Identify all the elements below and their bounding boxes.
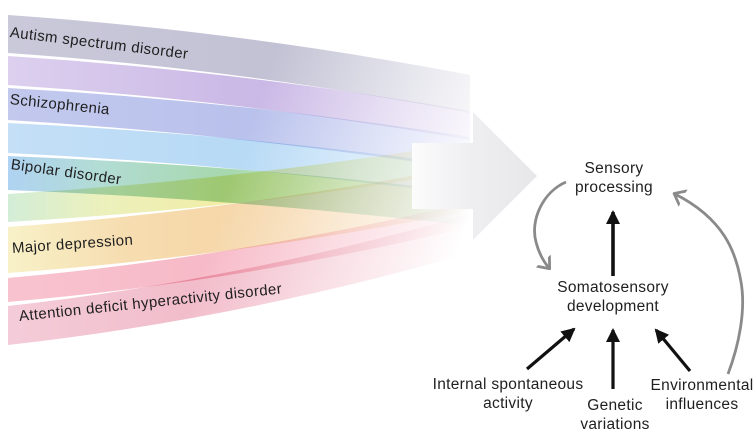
- arrow-feedback-sensory-to-somatosensory-icon: [533, 180, 567, 268]
- node-internal-spontaneous-activity: Internal spontaneous activity: [432, 376, 584, 412]
- pathway-arrows: [525, 180, 745, 389]
- arrow-environmental-to-somatosensory-icon: [654, 328, 692, 373]
- transition-arrow-icon: [412, 112, 537, 240]
- arrow-environmental-to-sensory-icon: [675, 194, 745, 375]
- arrow-internal-to-somatosensory-icon: [525, 327, 576, 371]
- node-somatosensory-development: Somatosensory development: [557, 279, 669, 315]
- node-sensory-processing: Sensory processing: [575, 160, 653, 196]
- node-environmental-influences: Environmental influences: [650, 377, 753, 413]
- node-genetic-variations: Genetic variations: [580, 397, 650, 433]
